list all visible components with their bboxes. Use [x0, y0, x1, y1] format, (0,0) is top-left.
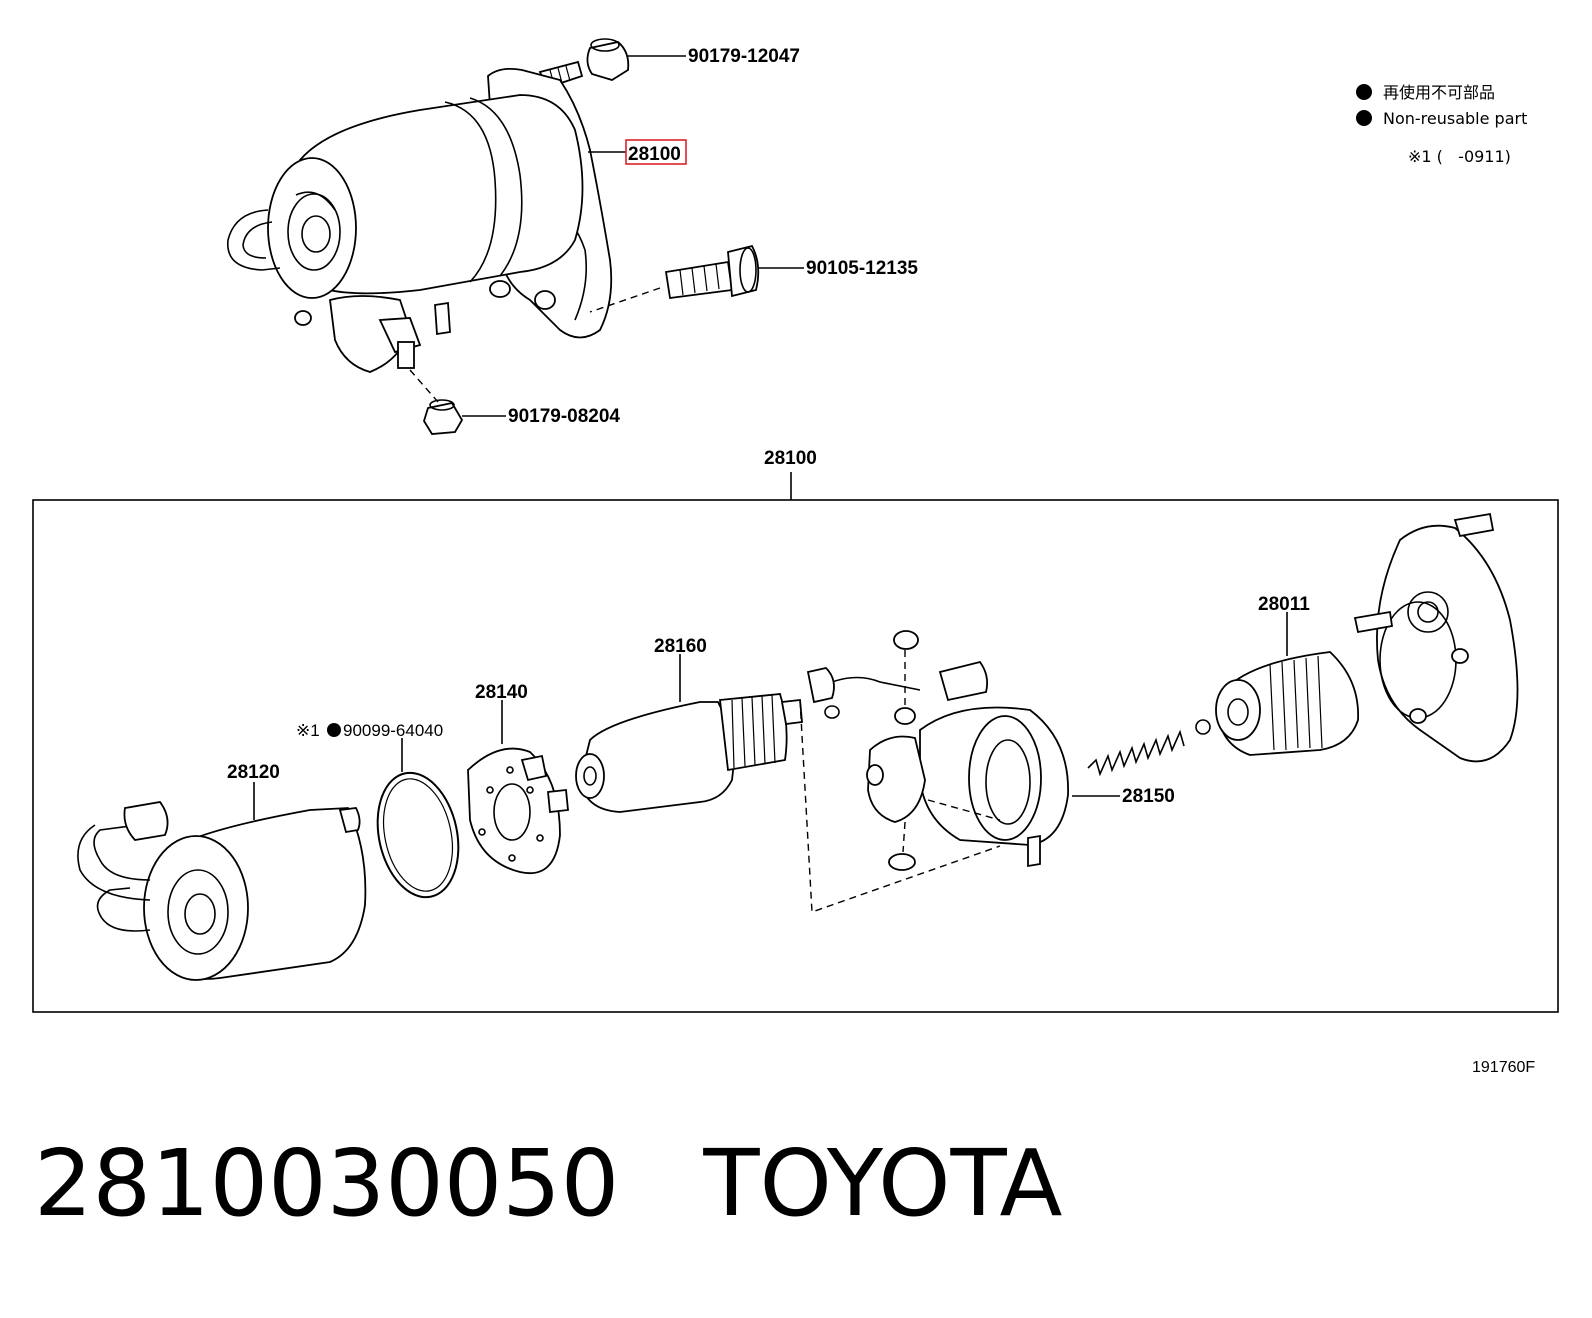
bullet-icon — [1356, 110, 1372, 126]
figure-code: 191760F — [1472, 1059, 1535, 1076]
label-starter-main[interactable]: 28100 — [628, 144, 681, 165]
label-nut-top[interactable]: 90179-12047 — [688, 46, 800, 67]
bullet-icon — [1356, 84, 1372, 100]
legend-note: ※1 ( -0911) — [1408, 147, 1511, 166]
label-box[interactable]: 28100 — [764, 448, 817, 469]
label-clutch[interactable]: 28011 — [1258, 594, 1310, 615]
brand-name: TOYOTA — [703, 1130, 1063, 1237]
label-nut-bottom[interactable]: 90179-08204 — [508, 406, 620, 427]
legend: 再使用不可部品 Non-reusable part ※1 ( -0911) — [1356, 83, 1527, 166]
exploded-illustration — [77, 512, 1519, 981]
legend-line-jp: 再使用不可部品 — [1383, 83, 1495, 102]
non-reusable-bullet-icon — [327, 723, 341, 737]
label-oring-prefix: ※1 — [296, 721, 320, 740]
starter-assembly-illustration — [227, 38, 804, 435]
label-yoke[interactable]: 28120 — [227, 762, 280, 783]
part-number: 2810030050 — [34, 1130, 620, 1237]
label-bolt[interactable]: 90105-12135 — [806, 258, 918, 279]
highlight-box — [625, 139, 687, 165]
label-solenoid[interactable]: 28150 — [1122, 786, 1175, 807]
label-armature[interactable]: 28160 — [654, 636, 707, 657]
label-brush-holder[interactable]: 28140 — [475, 682, 528, 703]
legend-line-en: Non-reusable part — [1383, 109, 1527, 128]
exploded-view-frame — [32, 499, 1559, 1013]
label-oring[interactable]: 90099-64040 — [343, 721, 443, 740]
